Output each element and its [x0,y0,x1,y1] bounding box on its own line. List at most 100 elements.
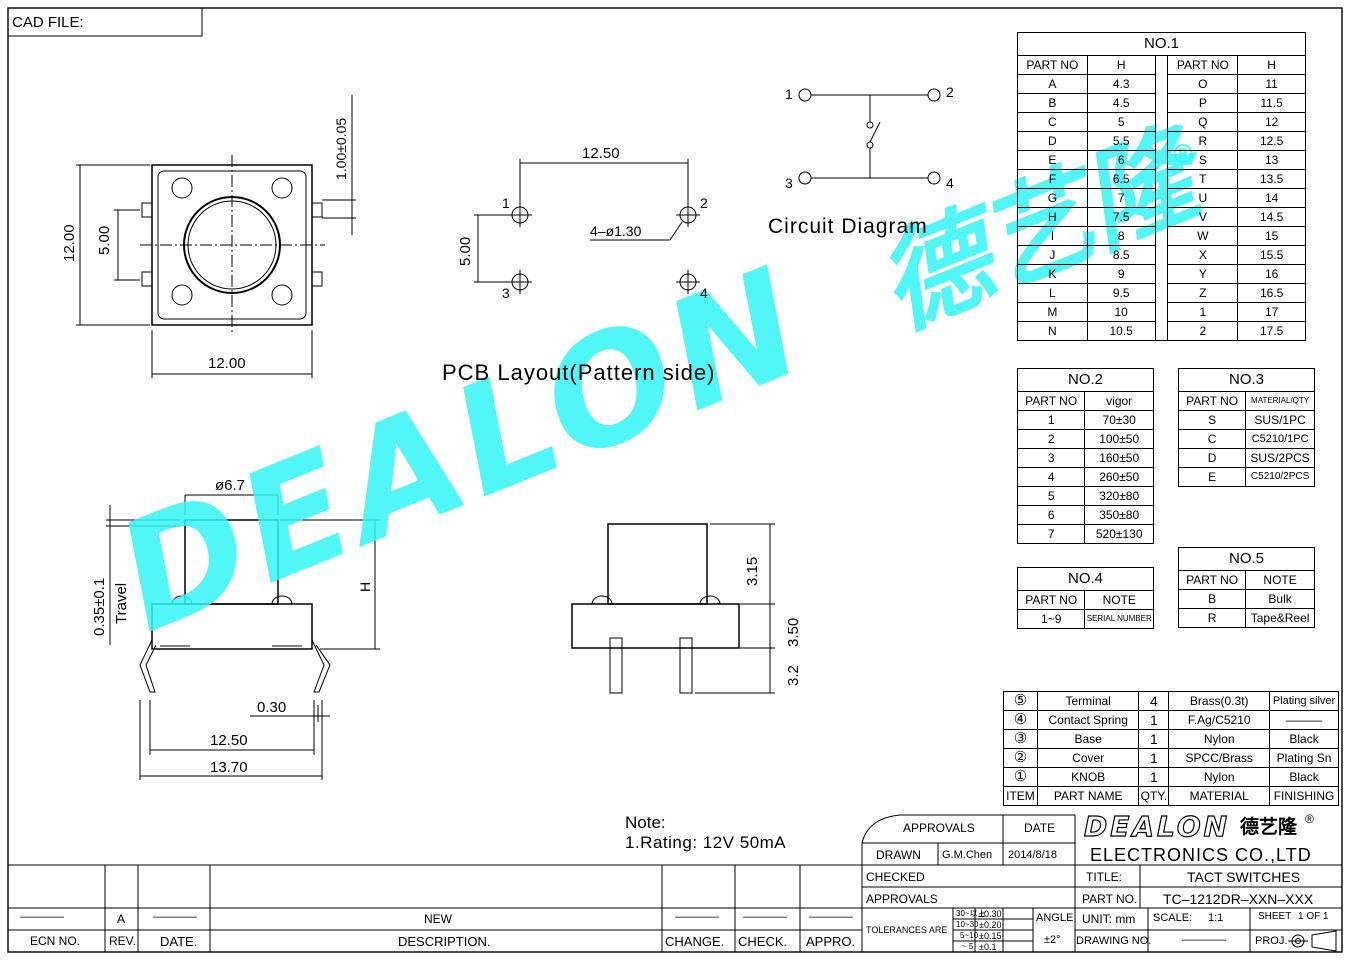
cell: R [1177,608,1247,628]
cell: ⑤ [1003,691,1038,711]
cell: 5.5 [1086,131,1156,151]
tol-value-4: ±0.1 [979,942,997,952]
rev-ecn-dash: ———— [20,911,64,923]
tol-value-1: ±0.30 [979,909,1002,919]
header-cell: FINISHING [1269,786,1339,806]
header-appro: APPRO. [806,934,856,949]
pcb-pitch: 12.50 [582,145,620,162]
header-description: DESCRIPTION. [398,934,491,949]
header-cell: MATERIAL/QTY [1245,391,1315,411]
cell: H [1017,207,1088,227]
pcb-title: PCB Layout(Pattern side) [442,360,716,385]
header-cell: PART NO [1016,590,1086,610]
circuit-title: Circuit Diagram [768,215,928,238]
cell: C5210/2PCS [1245,467,1315,487]
header-cell: PART NO [1016,391,1086,411]
header-cell: MATERIAL [1168,786,1271,806]
cell: SUS/1PC [1245,410,1315,430]
cell: F.Ag/C5210 [1168,710,1271,730]
part-no-label: PART NO. [1082,892,1138,906]
cell: 11 [1237,74,1306,94]
cell: 7 [1086,188,1156,208]
dim-h: H [357,581,373,592]
table-spacer [1154,55,1169,341]
tol-range-2: 10~30 [956,920,979,929]
cell: M [1017,302,1088,322]
pcb-spacing: 5.00 [457,236,474,266]
cell: 1 [1138,748,1170,768]
cell: 16.5 [1237,283,1306,303]
table-no2-title: NO.2 [1017,368,1154,392]
header-cell: PART NO [1167,55,1239,75]
cell: 5 [1086,112,1156,132]
cell: Nylon [1168,729,1271,749]
cell: G [1017,188,1088,208]
dim-side-pitch: 12.50 [210,732,248,749]
drawn-date: 2014/8/18 [1008,849,1057,861]
cell: 6.5 [1086,169,1156,189]
cell: SPCC/Brass [1168,748,1271,768]
pcb-pin-3: 3 [502,285,510,301]
header-cell: PART NAME [1036,786,1140,806]
proj-label: PROJ. [1255,935,1288,947]
table-no4-title: NO.4 [1017,567,1154,591]
circuit-pin-4: 4 [946,175,954,191]
cell: N [1017,321,1088,341]
company-logo: DEALON [1083,810,1231,843]
circuit-pin-3: 3 [785,175,793,191]
cell: 14 [1237,188,1306,208]
cell: 4.5 [1086,93,1156,113]
cell: 17.5 [1237,321,1306,341]
header-cell: NOTE [1084,590,1154,610]
header-cell: vigor [1084,391,1154,411]
cell: 3 [1016,448,1086,468]
header-rev: REV. [109,934,136,948]
tol-value-2: ±0.20 [979,920,1002,930]
cell: J [1017,245,1088,265]
rev-check-dash: ———— [743,911,787,923]
cell: T [1167,169,1239,189]
dim-pin-spacing: 5.00 [96,225,113,255]
cell: 1 [1167,302,1239,322]
tol-value-3: ±0.15 [979,931,1002,941]
cell: 70±30 [1084,410,1154,430]
cell: ——— [1269,710,1339,730]
cell: Black [1269,767,1339,787]
cell: 100±50 [1084,429,1154,449]
cell: ④ [1003,710,1038,730]
header-date: DATE. [160,934,198,949]
pcb-pin-1: 1 [502,195,510,211]
cell: C [1017,112,1088,132]
company-logo-cn: 德艺隆 [1240,817,1298,838]
header-cell: PART NO [1177,570,1247,590]
dim-width: 12.00 [208,355,246,372]
tol-range-3: 5~10 [960,931,979,940]
cell: L [1017,283,1088,303]
cell: 350±80 [1084,505,1154,525]
cell: 15.5 [1237,245,1306,265]
pcb-pin-4: 4 [700,285,708,301]
header-cell: PART NO [1017,55,1088,75]
cell: I [1017,226,1088,246]
rev-change-dash: ———— [675,911,719,923]
